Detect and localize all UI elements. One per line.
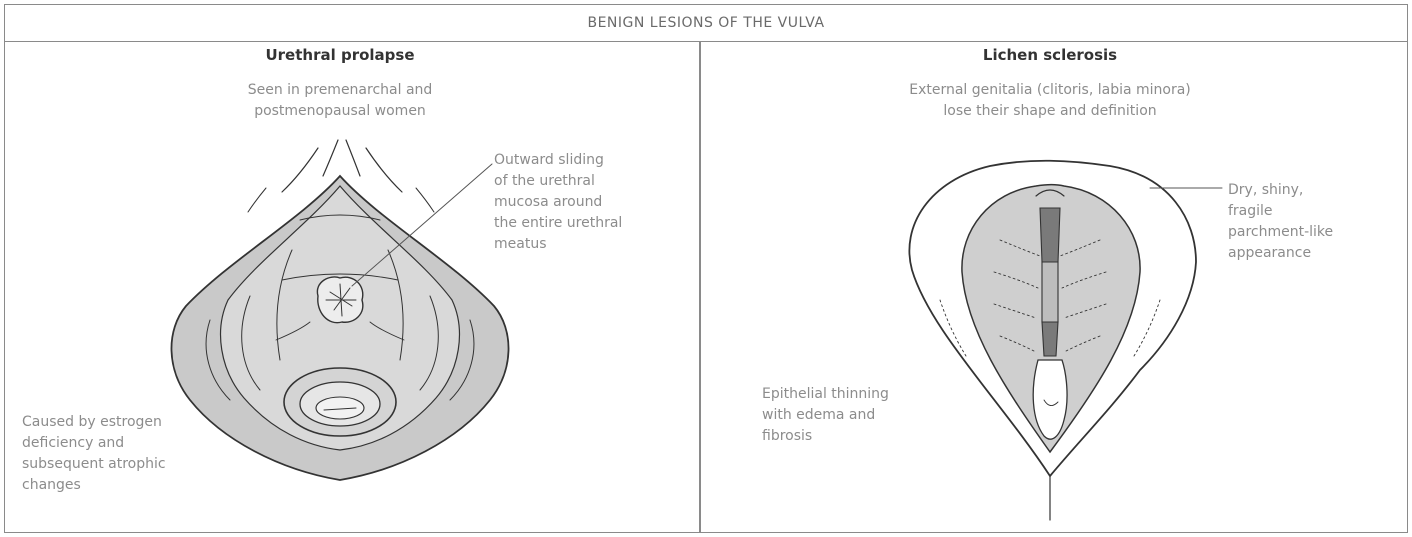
urethral-prolapse-illustration (171, 140, 508, 480)
lichen-sclerosis-illustration (909, 161, 1222, 520)
